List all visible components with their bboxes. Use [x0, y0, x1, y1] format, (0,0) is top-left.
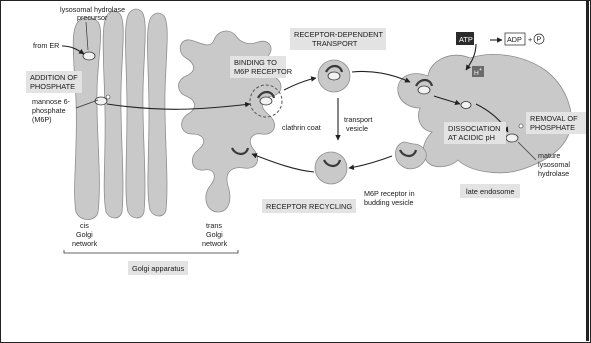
label-mature-1: mature — [538, 151, 560, 160]
golgi-bracket — [64, 250, 238, 253]
bound-hydrolase-endosome — [418, 86, 430, 94]
label-budding-1: M6P receptor in — [364, 189, 415, 198]
label-from-er: from ER — [33, 41, 59, 50]
label-m6p-2: phosphate — [32, 106, 66, 115]
label-trans-3: network — [202, 239, 228, 248]
label-transport-vesicle-1: transport — [344, 115, 372, 124]
label-mature-3: hydrolase — [538, 169, 569, 178]
golgi-cisterna-3 — [125, 9, 145, 218]
label-binding-1: BINDING TO — [234, 58, 277, 67]
label-hydrolase-precursor-2: precursor — [77, 13, 108, 22]
label-receptor-recycling: RECEPTOR RECYCLING — [266, 202, 352, 211]
recycling-to-tgn-arrow — [252, 154, 314, 172]
phosphorylated-hydrolase — [95, 97, 107, 105]
recycling-vesicle — [315, 152, 347, 184]
label-dissociation-1: DISSOCIATION — [448, 124, 500, 133]
label-clathrin-coat: clathrin coat — [282, 123, 321, 132]
golgi-cisterna-4 — [147, 13, 167, 216]
label-rdt-2: TRANSPORT — [312, 39, 358, 48]
label-m6p-1: mannose 6- — [32, 97, 71, 106]
label-addition-2: PHOSPHATE — [30, 82, 75, 91]
bud-to-vesicle-arrow — [284, 78, 316, 90]
label-removal-1: REMOVAL OF — [530, 114, 578, 123]
label-cis-2: Golgi — [76, 230, 93, 239]
budding-to-recycling-arrow — [349, 156, 392, 168]
label-transport-vesicle-2: vesicle — [346, 124, 368, 133]
released-hydrolase — [461, 102, 471, 109]
label-plus: + — [528, 35, 532, 44]
label-removal-2: PHOSPHATE — [530, 123, 575, 132]
bound-hydrolase-vesicle — [328, 72, 340, 80]
bound-hydrolase-golgi — [260, 97, 272, 105]
label-m6p-3: (M6P) — [32, 115, 52, 124]
label-adp: ADP — [507, 35, 522, 44]
label-cis-3: network — [72, 239, 98, 248]
label-addition-1: ADDITION OF — [30, 73, 78, 82]
phosphate-released-icon — [519, 124, 523, 128]
label-mature-2: lysosomal — [538, 160, 570, 169]
label-h-plus-sup: + — [479, 67, 482, 73]
golgi-cisternae — [73, 9, 281, 220]
label-trans-2: Golgi — [206, 230, 223, 239]
label-rdt-1: RECEPTOR-DEPENDENT — [294, 30, 383, 39]
label-pi: P — [537, 35, 542, 44]
label-late-endosome: late endosome — [466, 187, 514, 196]
label-cis-1: cis — [80, 221, 89, 230]
label-budding-2: budding vesicle — [364, 198, 414, 207]
label-trans-1: trans — [206, 221, 222, 230]
label-dissociation-2: AT ACIDIC pH — [448, 133, 495, 142]
golgi-cisterna-2 — [103, 11, 123, 218]
hydrolase-precursor — [83, 52, 95, 60]
cis-golgi-cisterna — [73, 18, 100, 220]
mature-hydrolase — [506, 134, 518, 142]
m6p-tag-icon — [106, 95, 110, 99]
label-binding-2: M6P RECEPTOR — [234, 67, 292, 76]
label-atp: ATP — [459, 35, 473, 44]
label-golgi-apparatus: Golgi apparatus — [132, 264, 184, 273]
